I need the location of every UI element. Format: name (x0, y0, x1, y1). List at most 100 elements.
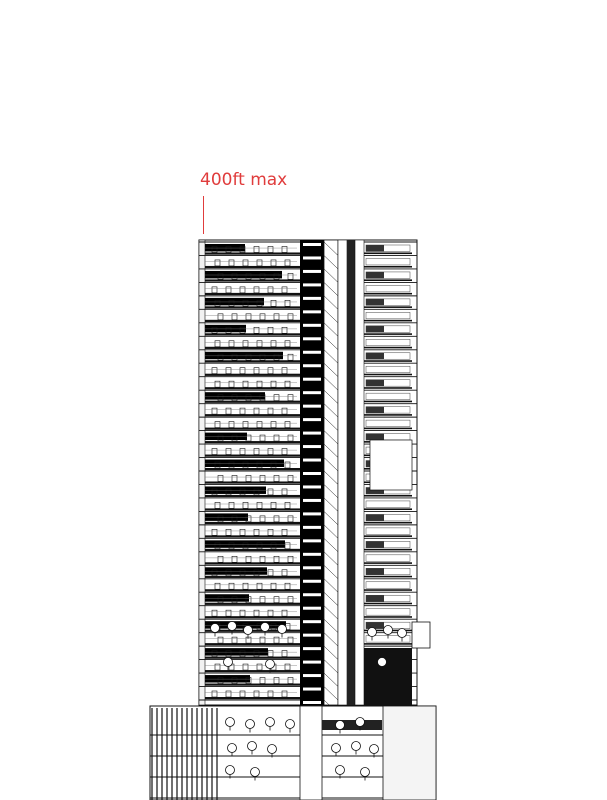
room-dark (366, 379, 384, 387)
floor-slab (364, 319, 412, 322)
interior-dark-zone (205, 486, 266, 494)
stair-flight (323, 376, 339, 391)
furniture-figure (253, 326, 260, 334)
furniture-figure (228, 259, 235, 267)
furniture-figure (245, 515, 252, 523)
furniture-figure (231, 596, 238, 604)
stair-flight (323, 349, 339, 364)
tree-figure (260, 622, 270, 632)
floor-slab (205, 535, 300, 538)
furniture-figure (287, 677, 294, 684)
tree-figure (377, 657, 387, 667)
floor-slab (364, 616, 412, 618)
furniture-figure (211, 407, 218, 415)
stair-flight (323, 645, 339, 660)
furniture-figure (284, 259, 291, 267)
core-landing (303, 539, 321, 543)
furniture-figure (231, 353, 238, 361)
stair-flight (323, 565, 339, 579)
furniture-figure (253, 246, 260, 253)
furniture-figure (239, 690, 246, 698)
floor-slab (364, 373, 412, 376)
floor-slab (205, 643, 300, 646)
stair-flight (323, 336, 339, 350)
furniture-figure (281, 326, 288, 334)
furniture-figure (228, 421, 235, 428)
core-landing (303, 525, 321, 529)
furniture-figure (214, 542, 221, 550)
furniture-figure (273, 313, 280, 321)
furniture-figure (281, 246, 288, 253)
furniture-figure (239, 286, 246, 294)
furniture-figure (217, 394, 224, 401)
furniture-figure (253, 690, 260, 698)
furniture-figure (245, 394, 252, 401)
furniture-figure (270, 340, 277, 348)
tree-figure (225, 717, 235, 727)
furniture-figure (211, 326, 218, 334)
furniture-figure (267, 650, 274, 657)
tree-figure (225, 765, 235, 775)
core-landing (303, 674, 321, 678)
stair-flight (323, 241, 339, 256)
tree-figure (227, 743, 237, 753)
height-limit-marker (203, 196, 204, 234)
stair-flight (323, 618, 339, 633)
room-outline (365, 608, 411, 616)
furniture-figure (270, 623, 277, 630)
core-landing (303, 701, 321, 704)
tree-figure (210, 623, 220, 633)
furniture-figure (287, 636, 294, 644)
floor-slab (364, 548, 412, 551)
furniture-figure (267, 326, 274, 334)
core-landing (303, 552, 321, 556)
furniture-figure (239, 326, 246, 334)
furniture-figure (259, 313, 266, 321)
core-landing (303, 350, 321, 354)
floor-slab (205, 333, 300, 336)
furniture-figure (267, 609, 274, 617)
tree-figure (397, 628, 407, 638)
furniture-figure (273, 273, 280, 280)
floor-slab (205, 616, 300, 619)
furniture-figure (242, 663, 249, 671)
furniture-figure (239, 569, 246, 577)
furniture-figure (231, 394, 238, 401)
furniture-figure (217, 353, 224, 361)
stair-flight (323, 403, 339, 418)
furniture-figure (253, 609, 260, 617)
furniture-figure (225, 246, 232, 253)
furniture-figure (242, 340, 249, 348)
furniture-figure (273, 677, 280, 684)
tree-figure (355, 717, 365, 727)
furniture-figure (270, 542, 277, 550)
service-shaft (337, 239, 348, 706)
room-dark (366, 325, 384, 333)
furniture-figure (281, 367, 288, 375)
floor-slab (205, 656, 300, 659)
interior-dark-zone (205, 567, 267, 575)
furniture-figure (225, 569, 232, 577)
furniture-figure (267, 529, 274, 536)
furniture-figure (211, 488, 218, 496)
stair-flight (323, 538, 339, 553)
furniture-figure (214, 340, 221, 348)
corridor (354, 239, 365, 706)
stair-flight (323, 255, 339, 270)
tree-figure (227, 621, 237, 631)
furniture-figure (270, 502, 277, 509)
furniture-figure (267, 367, 274, 375)
core-landing (303, 391, 321, 395)
floor-slab (364, 292, 412, 295)
room-dark (366, 271, 384, 279)
furniture-figure (259, 353, 266, 361)
furniture-figure (242, 421, 249, 428)
furniture-figure (270, 300, 277, 307)
furniture-figure (214, 461, 221, 469)
floor-slab (364, 252, 412, 255)
furniture-figure (245, 555, 252, 563)
furniture-figure (256, 300, 263, 307)
furniture-figure (239, 488, 246, 496)
room-dark (366, 352, 384, 360)
furniture-figure (214, 300, 221, 307)
